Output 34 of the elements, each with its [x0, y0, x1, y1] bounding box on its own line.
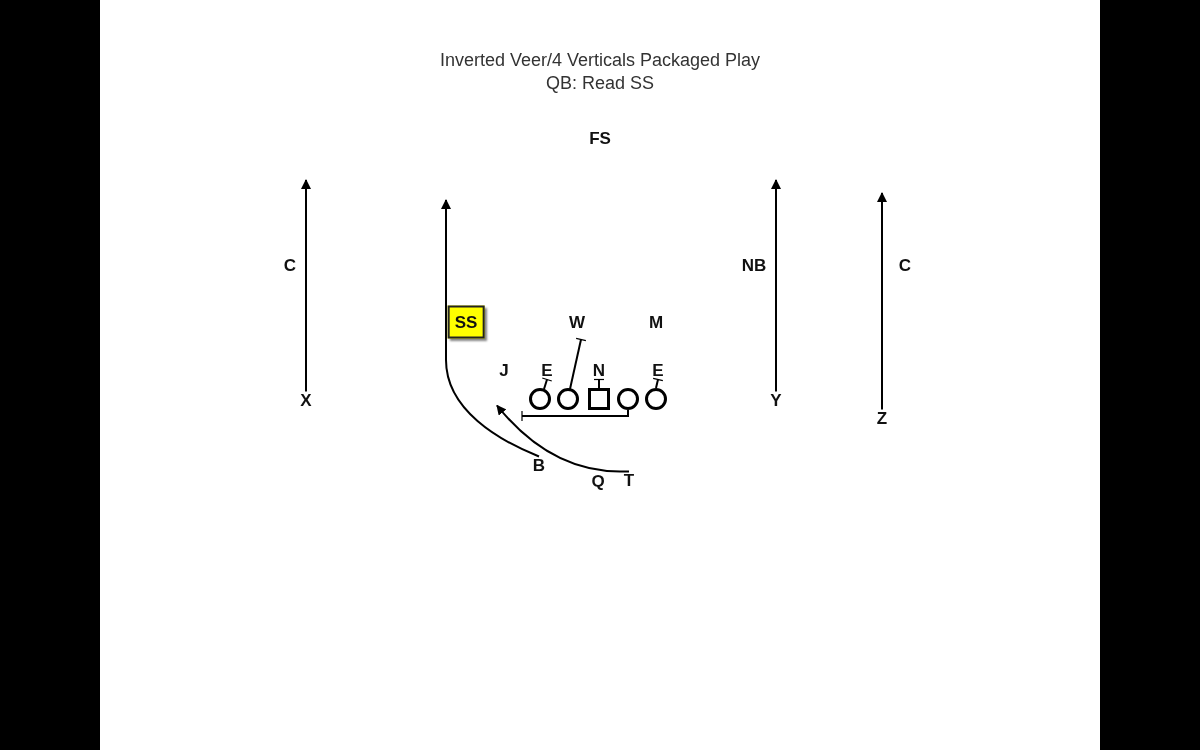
lineman-circle [557, 388, 579, 410]
player-label: FS [589, 129, 611, 147]
player-label: X [300, 391, 312, 409]
route-arrow [877, 192, 887, 411]
block-line [652, 377, 664, 389]
player-label: Q [591, 472, 605, 490]
route-arrow [441, 199, 540, 458]
subtitle: QB: Read SS [545, 73, 655, 94]
player-label: N [592, 361, 606, 379]
block-line [593, 378, 605, 389]
player-label: J [499, 361, 509, 379]
lineman-circle [529, 388, 551, 410]
block-line [521, 409, 629, 422]
route-arrow [771, 179, 781, 393]
route-arrow [301, 179, 311, 393]
player-label: E [541, 361, 553, 379]
player-label: E [652, 361, 664, 379]
center-square [588, 388, 610, 410]
highlighted-player-box: SS [447, 305, 485, 339]
player-label: Y [770, 391, 782, 409]
lineman-circle [645, 388, 667, 410]
player-label: B [532, 456, 546, 474]
lineman-circle [617, 388, 639, 410]
player-label: NB [741, 256, 767, 274]
player-label: W [569, 313, 585, 331]
block-line [541, 377, 553, 390]
player-label: Z [876, 409, 888, 427]
player-label: T [623, 471, 635, 489]
diagram-title: Inverted Veer/4 Verticals Packaged Play [439, 50, 761, 71]
player-label: C [898, 256, 912, 274]
player-label: C [283, 256, 297, 274]
player-label: M [648, 313, 664, 331]
block-line [569, 337, 587, 390]
route-arrow [496, 404, 630, 473]
